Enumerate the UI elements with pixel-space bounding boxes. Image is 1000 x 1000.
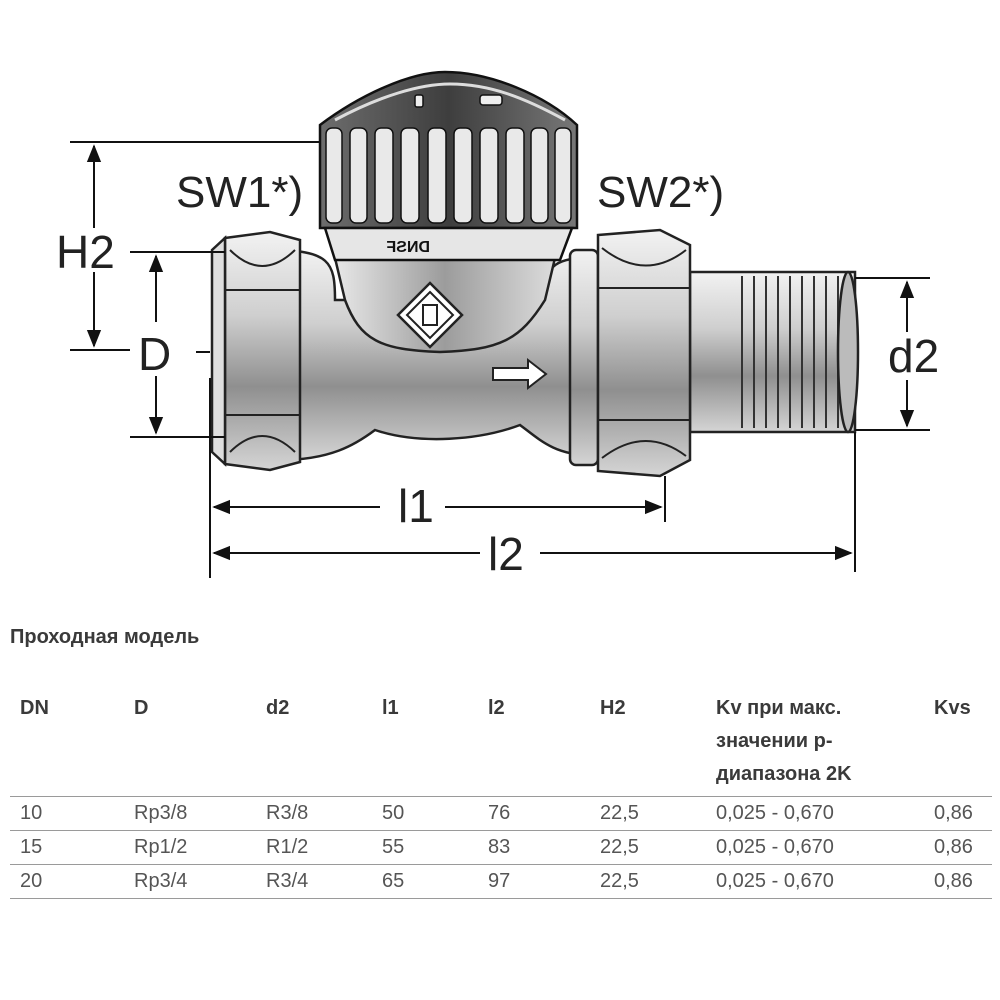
table-cell: 15 xyxy=(10,830,124,865)
label-d: D xyxy=(138,328,171,380)
table-cell: 22,5 xyxy=(590,864,706,899)
spec-table: DN D d2 l1 l2 H2 Kv при макс. значении p… xyxy=(10,690,992,899)
table-cell: 55 xyxy=(372,830,478,865)
table-cell: Rp3/8 xyxy=(124,796,256,831)
label-sw2: SW2*) xyxy=(597,168,724,217)
table-cell: 22,5 xyxy=(590,830,706,865)
label-sw1: SW1*) xyxy=(176,168,303,217)
table-cell: 0,025 - 0,670 xyxy=(706,864,924,899)
col-header: l1 xyxy=(382,697,399,719)
table-header-row: DN D d2 l1 l2 H2 Kv при макс. значении p… xyxy=(10,690,992,797)
table-cell: 50 xyxy=(372,796,478,831)
table-cell: 0,86 xyxy=(924,796,992,831)
table-cell: 0,86 xyxy=(924,830,992,865)
table-cell: R1/2 xyxy=(256,830,372,865)
col-header: Kvs xyxy=(934,697,971,719)
label-l2: l2 xyxy=(488,528,524,580)
table-row: 20 Rp3/4 R3/4 65 97 22,5 0,025 - 0,670 0… xyxy=(10,864,992,899)
label-d2: d2 xyxy=(888,330,939,382)
cap-mark: DNSF xyxy=(386,239,430,256)
table-cell: 0,86 xyxy=(924,864,992,899)
table-cell: 65 xyxy=(372,864,478,899)
table-cell: 83 xyxy=(478,830,590,865)
table-cell: R3/4 xyxy=(256,864,372,899)
nut-sw1 xyxy=(210,230,302,472)
table-cell: 76 xyxy=(478,796,590,831)
table-cell: 20 xyxy=(10,864,124,899)
dimension-lines xyxy=(70,141,930,578)
col-header: H2 xyxy=(600,697,626,719)
flow-arrow-icon xyxy=(492,357,548,391)
label-l1: l1 xyxy=(398,480,434,532)
valve-body: DNSF xyxy=(210,70,860,478)
valve-drawing: DNSF SW1*) SW2*) H2 D d2 xyxy=(56,70,939,580)
section-title: Проходная модель xyxy=(10,626,200,648)
col-header: Kv при макс. значении p-диапазона 2K xyxy=(716,697,852,785)
thermostatic-cap: DNSF xyxy=(318,70,579,262)
label-h2: H2 xyxy=(56,226,115,278)
col-header: DN xyxy=(20,697,49,719)
col-header: d2 xyxy=(266,697,290,719)
col-header: l2 xyxy=(488,697,505,719)
table-row: 15 Rp1/2 R1/2 55 83 22,5 0,025 - 0,670 0… xyxy=(10,830,992,865)
table-cell: 97 xyxy=(478,864,590,899)
nut-sw2 xyxy=(568,228,692,478)
table-row: 10 Rp3/8 R3/8 50 76 22,5 0,025 - 0,670 0… xyxy=(10,796,992,831)
table-cell: Rp3/4 xyxy=(124,864,256,899)
table-cell: 22,5 xyxy=(590,796,706,831)
table-cell: 0,025 - 0,670 xyxy=(706,830,924,865)
table-cell: R3/8 xyxy=(256,796,372,831)
table-cell: 10 xyxy=(10,796,124,831)
col-header: D xyxy=(134,697,149,719)
table-cell: Rp1/2 xyxy=(124,830,256,865)
table-cell: 0,025 - 0,670 xyxy=(706,796,924,831)
brand-diamond-icon xyxy=(396,281,464,349)
